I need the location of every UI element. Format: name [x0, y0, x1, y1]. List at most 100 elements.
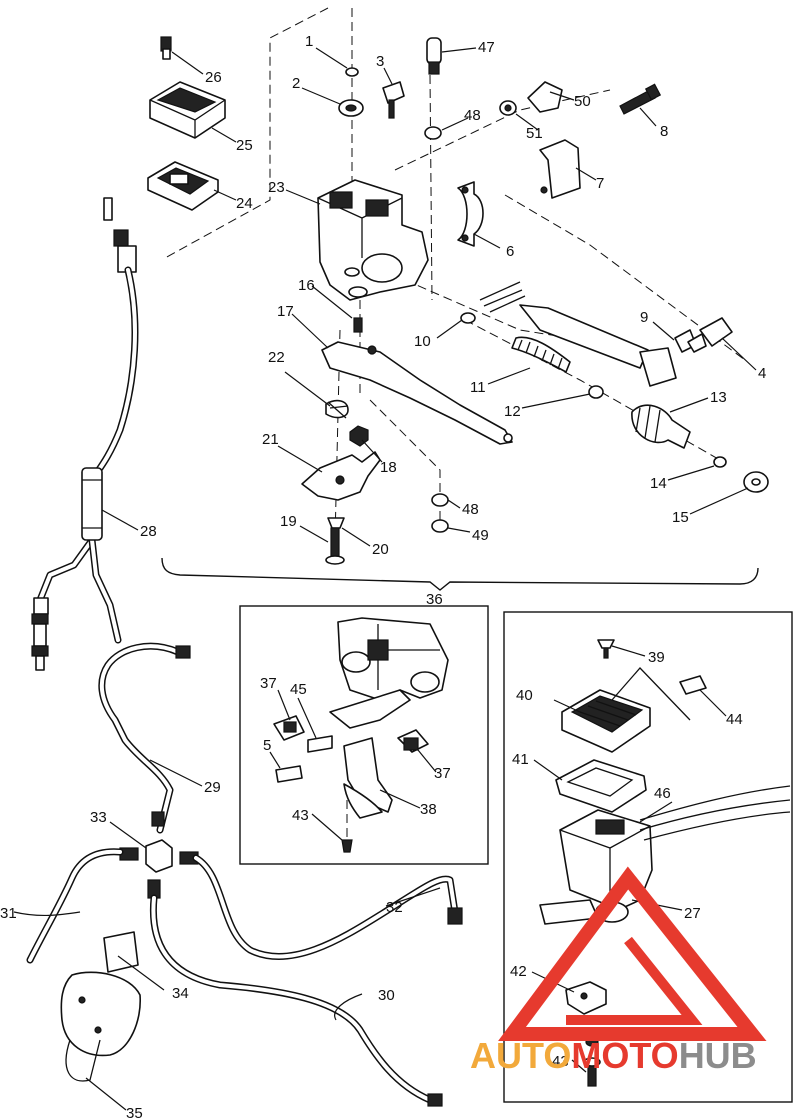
label-1: 1 — [305, 33, 313, 50]
label-23: 23 — [268, 179, 285, 196]
master-cylinder-body-23 — [317, 179, 429, 301]
assembly-bracket-36 — [161, 557, 759, 591]
label-45: 45 — [290, 681, 307, 698]
hose-32 — [192, 854, 463, 961]
label-51: 51 — [526, 125, 543, 142]
washers-1-2-48-51-50 — [338, 67, 563, 140]
label-15: 15 — [672, 509, 689, 526]
label-41: 41 — [512, 751, 529, 768]
label-36: 36 — [426, 591, 443, 608]
boot-13 — [631, 404, 691, 449]
bracket-38 — [343, 737, 393, 819]
label-18: 18 — [380, 459, 397, 476]
label-39: 39 — [648, 649, 665, 666]
label-3: 3 — [376, 53, 384, 70]
watermark-text-hub: HUB — [679, 1035, 757, 1076]
label-43-inset: 43 — [292, 807, 309, 824]
label-7: 7 — [596, 175, 604, 192]
spring-22 — [325, 399, 349, 419]
guard-35 — [60, 971, 141, 1082]
label-9: 9 — [640, 309, 648, 326]
label-37-left: 37 — [260, 675, 277, 692]
spring-boot-11 — [511, 336, 571, 373]
screw-39 — [597, 639, 615, 659]
label-8: 8 — [660, 123, 668, 140]
watermark-logo: AUTOMOTOHUB — [470, 866, 767, 1076]
label-20: 20 — [372, 541, 389, 558]
grommet-10 — [460, 312, 476, 324]
label-tag-34 — [103, 931, 139, 973]
switch-37-right — [397, 729, 429, 753]
fitting-top-left — [103, 197, 137, 273]
label-6: 6 — [506, 243, 514, 260]
assembly-guide-lines — [164, 7, 746, 541]
cover-40 — [561, 689, 651, 753]
label-27: 27 — [684, 905, 701, 922]
label-29: 29 — [204, 779, 221, 796]
label-11: 11 — [470, 379, 486, 396]
inset-switch-assembly — [329, 617, 449, 729]
label-13: 13 — [710, 389, 727, 406]
label-38: 38 — [420, 801, 437, 818]
bracket-21 — [301, 451, 381, 501]
label-10: 10 — [414, 333, 431, 350]
sticker-44 — [611, 667, 707, 721]
brake-light-switch-9 — [479, 281, 697, 387]
label-14: 14 — [650, 475, 667, 492]
clamp-6 — [457, 181, 484, 247]
label-35: 35 — [126, 1105, 143, 1120]
plate-5 — [275, 765, 303, 783]
label-40: 40 — [516, 687, 533, 704]
label-48-top: 48 — [464, 107, 481, 124]
label-31: 31 — [0, 905, 17, 922]
clamp-42 — [565, 981, 607, 1015]
screw-8 — [619, 83, 662, 115]
label-33: 33 — [90, 809, 107, 826]
washer-14 — [713, 456, 727, 468]
label-2: 2 — [292, 75, 300, 92]
watermark-text-moto: MOTO — [571, 1035, 678, 1076]
label-30: 30 — [378, 987, 395, 1004]
label-42: 42 — [510, 963, 527, 980]
label-37-right: 37 — [434, 765, 451, 782]
watermark-triangle-icon — [498, 866, 767, 1041]
gasket-41 — [555, 759, 647, 813]
hose-31 — [26, 848, 124, 964]
hose-29 — [98, 642, 191, 834]
svg-text:AUTOMOTOHUB: AUTOMOTOHUB — [470, 1035, 757, 1076]
master-cylinder-body-27 — [539, 809, 653, 925]
diaphragm-24 — [147, 161, 219, 211]
label-43-right: 43 — [552, 1053, 569, 1070]
label-26: 26 — [205, 69, 222, 86]
label-21: 21 — [262, 431, 279, 448]
label-19: 19 — [280, 513, 297, 530]
part-number-labels: 1 2 3 47 48 50 51 8 7 6 26 25 24 23 16 1… — [0, 33, 766, 1120]
tee-block-33 — [119, 839, 199, 899]
washer-15 — [743, 471, 769, 493]
lines-46 — [639, 785, 791, 841]
insulator-45 — [307, 735, 333, 753]
bracket-7 — [539, 139, 581, 199]
pivot-pin-16 — [353, 317, 363, 333]
screw-26 — [160, 36, 172, 60]
label-4: 4 — [758, 365, 766, 382]
fitting-left-28 — [31, 597, 49, 671]
leader-lines — [13, 47, 757, 1111]
label-28: 28 — [140, 523, 157, 540]
label-50: 50 — [574, 93, 591, 110]
label-12: 12 — [504, 403, 521, 420]
watermark-triangle-inner-icon — [566, 936, 703, 1025]
label-47: 47 — [478, 39, 495, 56]
pin-47 — [426, 37, 442, 75]
inset-box-switch — [239, 605, 489, 865]
cable-28 — [36, 266, 139, 644]
label-25: 25 — [236, 137, 253, 154]
label-22: 22 — [268, 349, 285, 366]
label-49: 49 — [472, 527, 489, 544]
label-17: 17 — [277, 303, 294, 320]
label-34: 34 — [172, 985, 189, 1002]
label-48-bottom: 48 — [462, 501, 479, 518]
inset-box-master-cylinder — [503, 611, 793, 1103]
watermark-text-auto: AUTO — [470, 1035, 571, 1076]
